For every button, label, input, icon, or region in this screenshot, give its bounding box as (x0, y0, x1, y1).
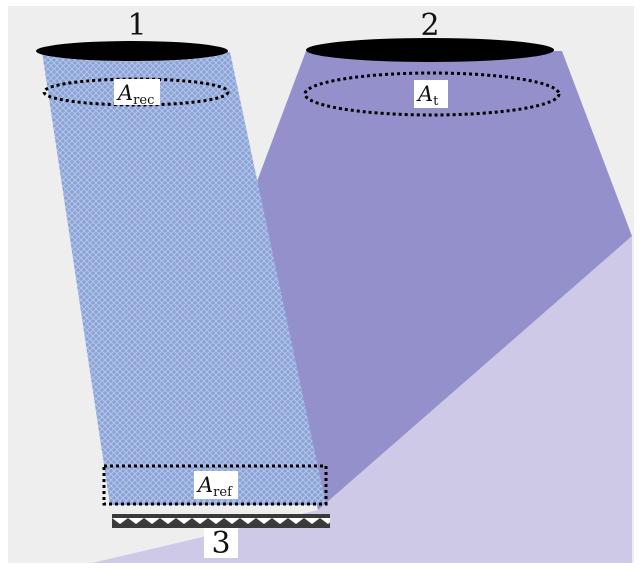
a-ref-label: Aref (196, 473, 233, 500)
scattered-light-region (92, 236, 632, 563)
receiver-aperture (36, 41, 228, 61)
reflector-number-box (204, 528, 238, 558)
reflector-number: 3 (211, 526, 230, 561)
receiver-number: 1 (127, 8, 146, 43)
a-t-area-outline (303, 71, 561, 117)
transmitter-beam (250, 51, 632, 510)
a-t-label: At (416, 82, 439, 109)
receiver-field-of-view (42, 52, 326, 505)
a-ref-area-outline (102, 464, 328, 506)
a-rec-label-box (114, 79, 160, 105)
reflector-surface (112, 514, 330, 528)
a-ref-label-box (194, 471, 238, 499)
transmitter-number: 2 (420, 8, 439, 43)
transmitter-aperture (306, 38, 554, 62)
a-t-label-box (414, 80, 448, 108)
a-rec-label: Arec (116, 81, 154, 108)
